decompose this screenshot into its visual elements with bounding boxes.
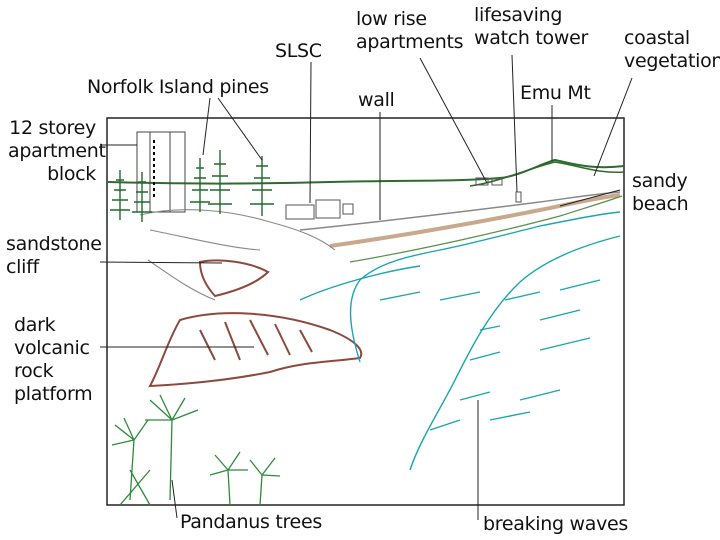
label-line: low rise	[356, 8, 427, 30]
label-line: apartment	[8, 140, 106, 162]
breaking-waves	[299, 211, 621, 471]
label-low-rise-apartments: low rise apartments	[356, 8, 464, 54]
label-line: 12 storey	[9, 117, 96, 139]
label-line: dark	[14, 314, 56, 336]
label-sandstone-cliff: sandstone cliff	[6, 233, 102, 279]
coastal-vegetation-line	[107, 158, 625, 185]
low-rise-apartments	[285, 177, 503, 220]
leader-lines	[99, 54, 633, 520]
label-slsc: SLSC	[275, 40, 322, 62]
label-volcanic-rock-platform: dark volcanic rock platform	[14, 314, 93, 406]
label-apartment-block: 12 storey apartment block	[8, 117, 106, 186]
label-line: sandstone	[6, 233, 102, 255]
label-norfolk-island-pines: Norfolk Island pines	[87, 76, 269, 98]
apartment-block	[136, 131, 186, 213]
norfolk-island-pines	[110, 150, 274, 222]
label-line: lifesaving	[474, 4, 563, 26]
emu-mountain-ridge	[469, 161, 625, 187]
watch-tower	[515, 191, 522, 203]
label-line: rock	[14, 360, 54, 382]
label-line: beach	[632, 193, 689, 215]
label-pandanus-trees: Pandanus trees	[180, 511, 322, 533]
wall-line	[299, 191, 621, 231]
sandy-beach-band	[329, 193, 621, 248]
label-line: sandy	[632, 170, 688, 192]
label-lifesaving-watch-tower: lifesaving watch tower	[474, 4, 588, 50]
label-sandy-beach: sandy beach	[632, 170, 689, 216]
volcanic-rock-platform	[148, 259, 363, 388]
label-line: platform	[14, 383, 93, 405]
label-coastal-vegetation: coastal vegetation	[624, 27, 720, 73]
label-wall: wall	[358, 89, 395, 111]
label-line: volcanic	[14, 337, 90, 359]
pandanus-trees	[111, 394, 281, 506]
label-breaking-waves: breaking waves	[483, 513, 629, 535]
label-line: apartments	[356, 31, 464, 53]
label-line: block	[47, 163, 96, 185]
label-line: watch tower	[474, 27, 588, 49]
picture-frame	[106, 117, 625, 506]
label-line: cliff	[6, 256, 39, 278]
label-line: coastal	[624, 27, 690, 49]
label-line: vegetation	[624, 50, 720, 72]
label-emu-mt: Emu Mt	[520, 82, 591, 104]
sandstone-cliff	[139, 209, 336, 301]
beach-line	[349, 195, 623, 263]
